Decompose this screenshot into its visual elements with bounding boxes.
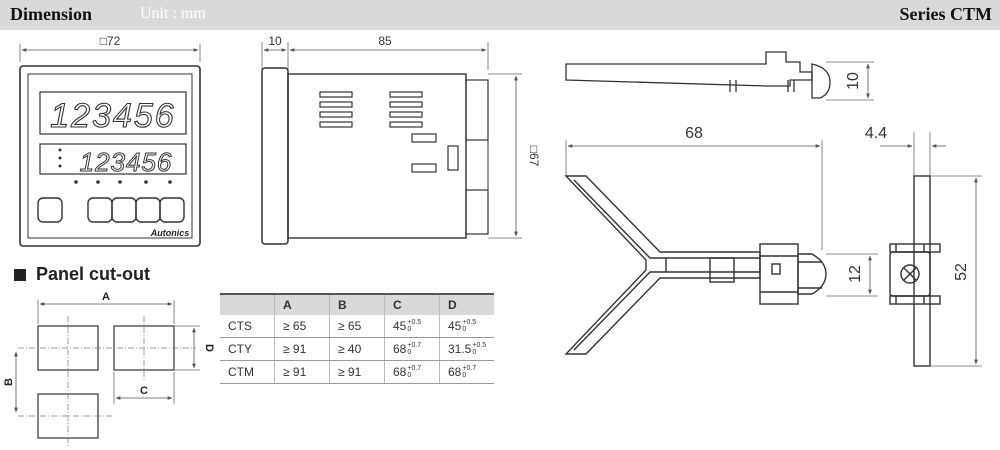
table-cell: ≥ 91 — [329, 360, 385, 384]
bracket-front-body — [913, 175, 931, 367]
front-bezel — [19, 65, 201, 247]
rear-connector-bottom — [465, 189, 489, 235]
cutout-label-d: D — [203, 344, 215, 352]
front-view: □72 123456 123456 Autonics — [19, 34, 201, 247]
table-header-cell: D — [439, 293, 494, 315]
cutout-label-a: A — [102, 291, 110, 303]
side-bezel — [261, 67, 289, 245]
header-title: Dimension — [10, 4, 93, 24]
table-cell: ≥ 91 — [274, 360, 330, 384]
table-cell: ≥ 91 — [274, 337, 330, 361]
front-key-1 — [37, 197, 63, 223]
body-depth-label: 85 — [378, 34, 392, 48]
table-cell: CTY — [220, 337, 275, 361]
header-bar: Dimension Unit : mm Series CTM — [0, 0, 1000, 30]
clip-width-label: 12 — [847, 265, 864, 283]
rear-connector-mid — [465, 139, 489, 191]
header-series: Series CTM — [899, 4, 992, 24]
front-width-label: □72 — [100, 34, 121, 48]
side-view: 10 85 □67 — [261, 34, 541, 245]
bezel-depth-label: 10 — [268, 34, 282, 48]
front-face — [27, 73, 193, 239]
table-header-cell: B — [329, 293, 385, 315]
brand-logo: Autonics — [150, 228, 190, 238]
display-bottom-digits: 123456 — [80, 147, 173, 177]
side-body — [287, 73, 467, 239]
panel-cutout-title-text: Panel cut-out — [36, 264, 151, 284]
table-cell: CTS — [220, 315, 275, 338]
display-window-bottom — [39, 143, 187, 175]
table-header-cell: C — [384, 293, 440, 315]
panel-cutout-diagram: A D B C — [3, 291, 215, 446]
body-height-label: □67 — [527, 146, 541, 167]
bracket-side-view: 10 — [565, 51, 874, 101]
display-top-digits: 123456 — [50, 97, 175, 135]
table-cell: CTM — [220, 360, 275, 384]
rear-connector-top — [465, 79, 489, 141]
screw-icon — [900, 264, 920, 284]
table-header-cell: A — [274, 293, 330, 315]
front-key-2 — [87, 197, 113, 223]
table-header-cell — [220, 293, 275, 315]
table-header-row: A B C D — [220, 293, 494, 315]
section-bullet-icon — [14, 268, 26, 281]
table-cell: ≥ 40 — [329, 337, 385, 361]
bracket-height-label: 10 — [845, 72, 862, 90]
header-unit: Unit : mm — [140, 5, 206, 22]
front-key-5 — [159, 197, 185, 223]
table-cell: ≥ 65 — [329, 315, 385, 338]
bracket-overall-label: 52 — [953, 263, 970, 281]
bracket-thickness-label: 4.4 — [865, 125, 887, 142]
bracket-length-label: 68 — [685, 125, 703, 142]
bracket-front-view: 4.4 52 — [865, 125, 982, 367]
bracket-top-view: 68 12 — [564, 125, 878, 355]
front-key-3 — [111, 197, 137, 223]
table-cell: ≥ 65 — [274, 315, 330, 338]
bracket-slot — [447, 145, 459, 171]
side-vents — [319, 91, 423, 128]
indicator-leds — [58, 148, 172, 184]
panel-cutout-title: Panel cut-out — [14, 264, 150, 285]
display-window-top — [39, 91, 187, 135]
cutout-label-b: B — [3, 378, 15, 386]
front-key-4 — [135, 197, 161, 223]
cutout-label-c: C — [140, 385, 148, 397]
